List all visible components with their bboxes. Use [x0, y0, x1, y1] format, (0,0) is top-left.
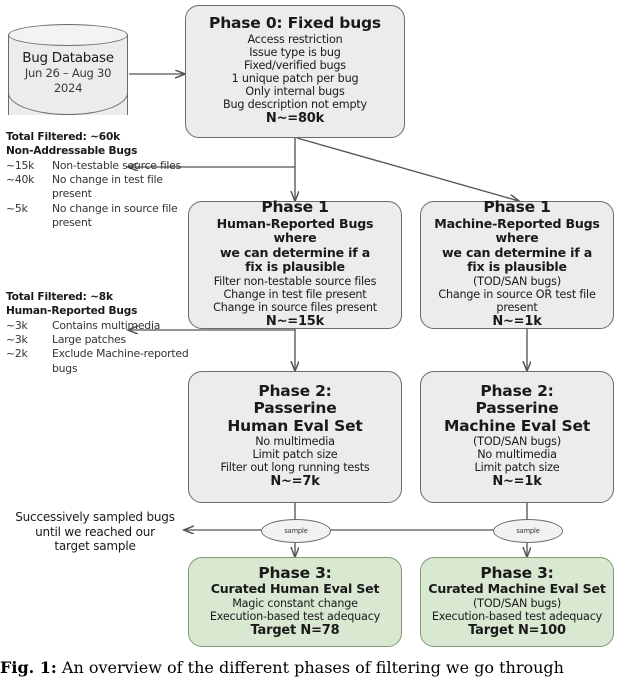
phase1-human-subtitle: Human-Reported Bugs where: [216, 215, 374, 246]
filter2-total: Total Filtered: ~8k: [6, 291, 113, 303]
phase1-human-criterion: Change in source files present: [213, 300, 377, 314]
filter1-label: Non-testable source files: [52, 158, 182, 172]
filter-block-human-reported: Total Filtered: ~8k Human-Reported Bugs …: [6, 291, 196, 376]
phase0-criterion: Access restriction: [247, 32, 343, 46]
sampling-note: Successively sampled bugs until we reach…: [6, 510, 184, 554]
phase2-human-count: N~=7k: [270, 474, 320, 490]
filter1-row: ~40k No change in test file present: [6, 173, 191, 202]
filter2-row: ~3k Large patches: [6, 333, 196, 347]
phase2-human-criterion: Limit patch size: [252, 448, 338, 462]
sampling-note-line: Successively sampled bugs: [15, 510, 175, 524]
phase1-human-title: Phase 1: [261, 198, 329, 217]
filter1-label: No change in source file present: [52, 201, 178, 229]
filter2-label: Contains multimedia: [52, 318, 161, 332]
sample-oval-machine: sample: [493, 519, 563, 543]
filter1-heading: Non-Addressable Bugs: [6, 144, 138, 157]
filter-block-non-addressable: Total Filtered: ~60k Non-Addressable Bug…: [6, 131, 191, 230]
phase2-human-title: Human Eval Set: [227, 416, 363, 435]
filter1-count: ~15k: [6, 158, 35, 172]
phase2-human-title: Passerine: [253, 399, 337, 418]
database-name: Bug Database: [22, 50, 114, 66]
phase1-human-subtitle: we can determine if a: [219, 244, 370, 260]
sampling-note-line: target sample: [54, 539, 136, 554]
phase0-criterion: 1 unique patch per bug: [231, 71, 359, 85]
phase3-human-subtitle: Curated Human Eval Set: [210, 580, 380, 596]
sample-oval-human: sample: [261, 519, 331, 543]
figure-caption-text: An overview of the different phases of f…: [56, 658, 564, 677]
filter2-label: Large patches: [52, 332, 126, 346]
edge-phase0-to-p1machine: [296, 137, 519, 201]
filter2-count: ~2k: [6, 347, 28, 361]
phase0-title: Phase 0: Fixed bugs: [209, 14, 381, 33]
filter2-count: ~3k: [6, 332, 28, 346]
phase2-human-criterion: No multimedia: [255, 435, 335, 449]
phase2-human-title: Phase 2:: [258, 382, 332, 401]
filter2-heading: Human-Reported Bugs: [6, 304, 138, 317]
phase3-human-count: Target N=78: [250, 622, 340, 638]
phase3-machine-node: Phase 3: Curated Machine Eval Set (TOD/S…: [420, 557, 614, 647]
phase1-human-subtitle: fix is plausible: [245, 259, 345, 275]
sampling-note-line: until we reached our: [35, 524, 155, 539]
phase2-machine-criterion: No multimedia: [477, 448, 557, 462]
phase3-machine-criterion: Execution-based test adequacy: [431, 609, 603, 623]
cylinder-top: [8, 24, 128, 46]
phase1-machine-node: Phase 1 Machine-Reported Bugs where we c…: [420, 198, 614, 329]
phase1-machine-subtitle: we can determine if a: [441, 244, 592, 260]
phase2-machine-criterion: Limit patch size: [474, 461, 560, 475]
phase2-machine-title: Machine Eval Set: [443, 416, 591, 435]
phase0-criterion: Fixed/verified bugs: [244, 58, 346, 72]
phase1-human-criterion: Filter non-testable source files: [213, 274, 377, 288]
phase0-count: N~=80k: [265, 110, 325, 126]
phase0-criterion: Issue type is bug: [249, 45, 341, 59]
filter1-total: Total Filtered: ~60k: [6, 131, 120, 143]
phase1-human-criterion: Change in test file present: [223, 287, 367, 301]
filter2-label: Exclude Machine-reported bugs: [52, 347, 189, 375]
filter1-count: ~5k: [6, 201, 28, 215]
figure-caption-label: Fig. 1:: [0, 658, 57, 677]
phase1-human-count: N~=15k: [265, 313, 325, 329]
figure-caption: Fig. 1: An overview of the different pha…: [0, 658, 640, 678]
phase1-machine-title: Phase 1: [483, 198, 551, 217]
phase3-machine-title: Phase 3:: [480, 563, 554, 582]
phase3-human-criterion: Execution-based test adequacy: [209, 609, 381, 623]
phase2-machine-title: Phase 2:: [480, 382, 554, 401]
phase3-human-criterion: Magic constant change: [232, 596, 358, 610]
filter1-row: ~15k Non-testable source files: [6, 159, 191, 173]
database-date-range: Jun 26 – Aug 30: [24, 66, 112, 81]
phase2-human-node: Phase 2: Passerine Human Eval Set No mul…: [188, 371, 402, 503]
phase2-machine-count: N~=1k: [492, 474, 542, 490]
filter2-count: ~3k: [6, 318, 28, 332]
filter1-count: ~40k: [6, 172, 35, 186]
phase0-criterion: Bug description not empty: [223, 97, 367, 111]
phase3-human-node: Phase 3: Curated Human Eval Set Magic co…: [188, 557, 402, 647]
phase0-node: Phase 0: Fixed bugs Access restriction I…: [185, 5, 405, 138]
phase2-machine-title: Passerine: [475, 399, 559, 418]
phase1-human-node: Phase 1 Human-Reported Bugs where we can…: [188, 198, 402, 329]
phase3-human-title: Phase 3:: [258, 563, 332, 582]
database-year: 2024: [53, 80, 83, 95]
filter2-row: ~2k Exclude Machine-reported bugs: [6, 347, 196, 376]
filter1-row: ~5k No change in source file present: [6, 202, 191, 231]
filter2-row: ~3k Contains multimedia: [6, 319, 196, 333]
phase2-machine-node: Phase 2: Passerine Machine Eval Set (TOD…: [420, 371, 614, 503]
phase2-machine-criterion: (TOD/SAN bugs): [473, 435, 561, 449]
phase3-machine-subtitle: Curated Machine Eval Set: [428, 580, 606, 596]
phase1-machine-criterion: (TOD/SAN bugs): [473, 274, 561, 288]
phase3-machine-criterion: (TOD/SAN bugs): [473, 596, 561, 610]
phase1-machine-count: N~=1k: [492, 313, 542, 329]
phase1-machine-criterion: Change in source OR test file present: [438, 287, 596, 314]
phase0-criterion: Only internal bugs: [245, 84, 345, 98]
phase1-machine-subtitle: Machine-Reported Bugs where: [434, 215, 600, 246]
filter1-label: No change in test file present: [52, 172, 163, 201]
phase2-human-criterion: Filter out long running tests: [220, 461, 370, 475]
phase1-machine-subtitle: fix is plausible: [467, 259, 567, 275]
bug-database-cylinder: Bug Database Jun 26 – Aug 30 2024: [8, 24, 128, 126]
phase3-machine-count: Target N=100: [468, 622, 566, 638]
